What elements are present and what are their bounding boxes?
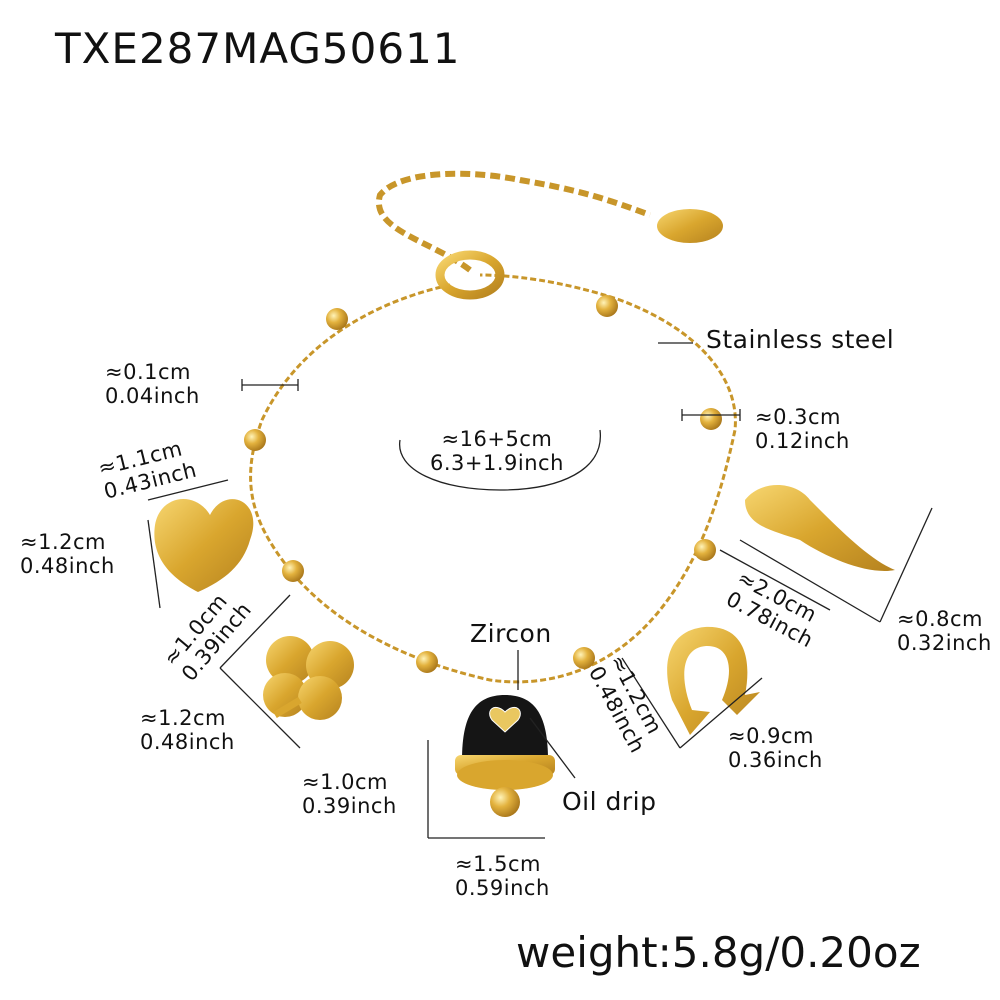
lobster-clasp xyxy=(435,250,505,300)
zircon-label: Zircon xyxy=(470,619,552,648)
clover-charm xyxy=(263,636,354,720)
oil-drip-label: Oil drip xyxy=(562,787,657,816)
bead xyxy=(694,539,716,561)
bead xyxy=(573,647,595,669)
extender-tag xyxy=(657,209,723,243)
chain xyxy=(249,273,737,684)
bead xyxy=(416,651,438,673)
bead xyxy=(244,429,266,451)
bead xyxy=(596,295,618,317)
material-label: Stainless steel xyxy=(706,325,895,354)
dimension-lines xyxy=(147,342,933,839)
extender-chain xyxy=(375,170,652,273)
bead xyxy=(282,560,304,582)
length-inch: 6.3+1.9inch xyxy=(430,451,564,475)
length-cm: ≈16+5cm xyxy=(441,427,553,451)
heart-charm xyxy=(154,498,254,592)
product-code: TXE287MAG50611 xyxy=(55,24,461,73)
beads xyxy=(244,295,722,673)
horn-charm xyxy=(745,485,895,571)
bead xyxy=(700,408,722,430)
bell-charm xyxy=(455,695,555,817)
horseshoe-charm xyxy=(667,626,760,735)
weight-label: weight:5.8g/0.20oz xyxy=(516,928,921,977)
bead xyxy=(326,308,348,330)
